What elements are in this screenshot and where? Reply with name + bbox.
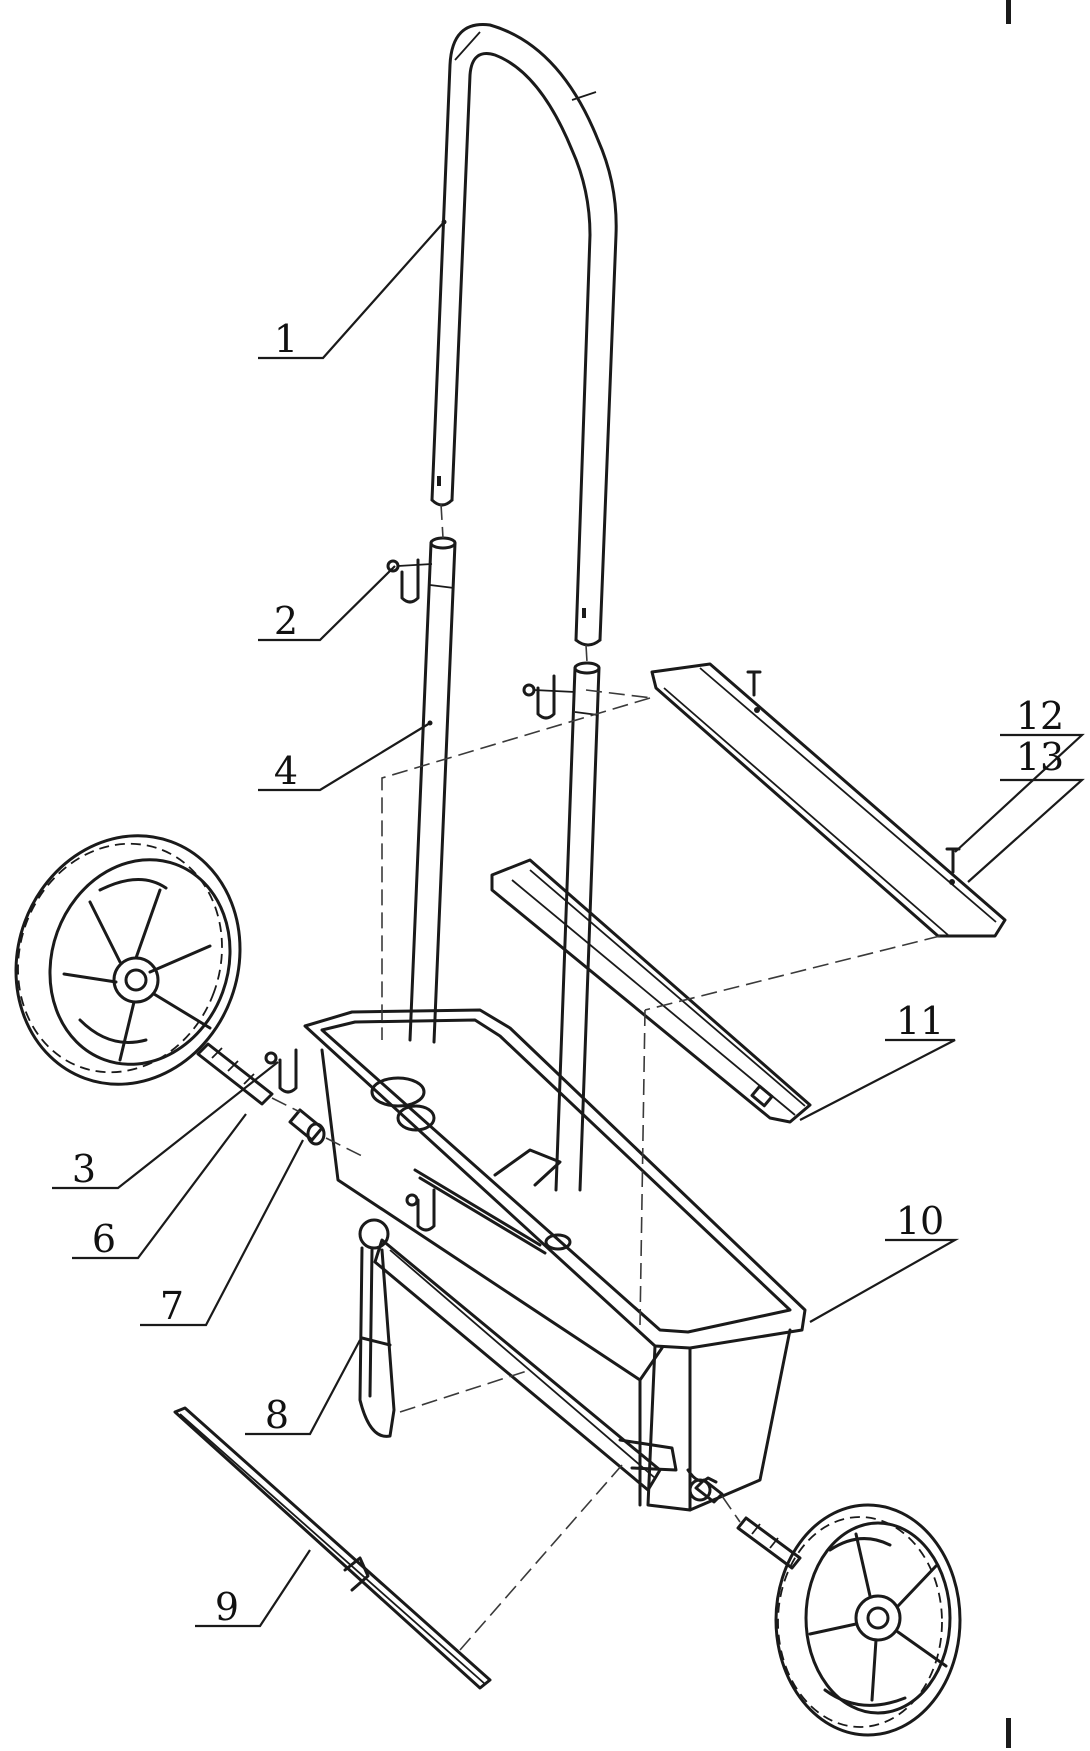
part-hopper (303, 1008, 807, 1512)
registration-mark-top (1006, 0, 1011, 24)
part-left-wheel (14, 834, 242, 1086)
part-hitch-pins (264, 558, 576, 1232)
part-lower-tubes (408, 536, 601, 1192)
part-right-wheel (736, 1503, 962, 1737)
registration-mark-bottom (1006, 1718, 1011, 1748)
callout-7: 7 (160, 1284, 184, 1328)
part-agitator-bar (490, 858, 812, 1124)
callout-1: 1 (274, 317, 298, 361)
callout-4: 4 (274, 749, 298, 793)
callout-11: 11 (896, 999, 944, 1043)
part-bushing (288, 1108, 724, 1504)
part-flow-lever (358, 1218, 396, 1438)
callout-9: 9 (215, 1585, 239, 1629)
callout-2: 2 (274, 599, 298, 643)
callout-8: 8 (265, 1393, 289, 1437)
callout-3: 3 (72, 1147, 96, 1191)
part-deflector-rail (173, 1406, 492, 1690)
assembly-lines (271, 503, 941, 1651)
callout-labels: 1 2 3 4 6 7 8 9 10 11 12 13 (72, 317, 1064, 1629)
callout-6: 6 (92, 1217, 116, 1261)
part-frame-bar (373, 1238, 662, 1492)
callout-13: 13 (1016, 735, 1064, 779)
callout-leaders (52, 221, 1085, 1628)
callout-10: 10 (896, 1199, 944, 1243)
part-upper-handle (430, 23, 618, 647)
part-cover-plate (650, 662, 1007, 938)
part-left-axle (196, 1042, 274, 1106)
callout-12: 12 (1016, 694, 1064, 738)
